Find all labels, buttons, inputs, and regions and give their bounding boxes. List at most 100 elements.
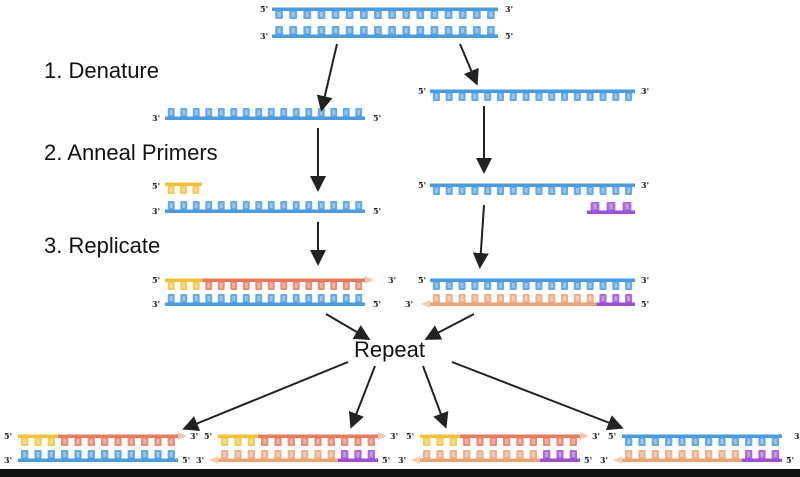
base (280, 280, 288, 290)
step-text: Denature (68, 58, 159, 83)
base (484, 280, 492, 290)
base-highlight (282, 203, 286, 208)
base (573, 185, 581, 195)
process-arrow (422, 365, 449, 429)
base-highlight (460, 283, 464, 288)
base (114, 436, 122, 446)
base-highlight (627, 188, 631, 193)
base-highlight (473, 296, 477, 301)
base-highlight (169, 187, 173, 192)
label-3prime: 3' (196, 455, 204, 465)
base (444, 26, 453, 36)
base (445, 91, 453, 101)
base (267, 294, 275, 304)
base (458, 91, 466, 101)
base-highlight (369, 439, 373, 444)
base (535, 280, 543, 290)
base (432, 91, 440, 101)
base-highlight (334, 12, 338, 17)
base-highlight (447, 296, 451, 301)
base-highlight (63, 439, 67, 444)
base-highlight (478, 452, 482, 457)
base (612, 280, 620, 290)
base (74, 436, 82, 446)
base (705, 436, 713, 446)
base (280, 201, 288, 211)
base-highlight (232, 296, 236, 301)
base (331, 9, 340, 19)
denatured-right-strand (430, 89, 635, 101)
base-highlight (307, 283, 311, 288)
base (745, 450, 753, 460)
replicated-right-new-strand (421, 294, 635, 308)
base (287, 436, 295, 446)
annealed-right-template (430, 183, 635, 195)
base-highlight (282, 296, 286, 301)
base (509, 185, 517, 195)
base-highlight (263, 439, 267, 444)
base (242, 280, 250, 290)
base (275, 26, 283, 36)
end-labels-layer: 5'3'3'5'3'5'5'3'5'3'5'5'3'5'3'3'5'5'3'3'… (4, 4, 800, 465)
base (430, 9, 439, 19)
base (665, 450, 673, 460)
base-highlight (143, 452, 147, 457)
base-highlight (156, 452, 160, 457)
base-highlight (601, 188, 605, 193)
base-highlight (357, 296, 361, 301)
base (509, 294, 517, 304)
base (255, 201, 263, 211)
process-arrow (459, 43, 479, 86)
base-highlight (434, 283, 438, 288)
base (586, 185, 594, 195)
base-highlight (319, 28, 323, 33)
base (287, 450, 295, 460)
base (758, 436, 766, 446)
base-highlight (348, 28, 352, 33)
base-highlight (329, 452, 333, 457)
base-highlight (432, 28, 436, 33)
base (267, 280, 275, 290)
base (330, 201, 338, 211)
base (141, 436, 149, 446)
base (548, 91, 556, 101)
base-highlight (486, 296, 490, 301)
base-highlight (219, 283, 223, 288)
backbone (430, 302, 597, 306)
base-highlight (489, 12, 493, 17)
process-arrow (325, 313, 371, 341)
base-highlight (653, 439, 657, 444)
base-highlight (249, 452, 253, 457)
base-highlight (169, 452, 173, 457)
base (509, 91, 517, 101)
base-highlight (291, 28, 295, 33)
base-highlight (588, 283, 592, 288)
base (342, 280, 350, 290)
base (301, 436, 309, 446)
base (292, 108, 300, 118)
base-highlight (232, 203, 236, 208)
base-highlight (653, 452, 657, 457)
base (217, 280, 225, 290)
base-highlight (747, 439, 751, 444)
base-highlight (614, 283, 618, 288)
base-highlight (531, 452, 535, 457)
base (612, 91, 620, 101)
base (509, 280, 517, 290)
base (678, 450, 686, 460)
base (678, 436, 686, 446)
base (487, 26, 495, 36)
base (289, 9, 298, 19)
base-highlight (601, 296, 605, 301)
base (367, 450, 375, 460)
base (569, 436, 577, 446)
step-replicate: 3. Replicate (44, 233, 160, 259)
base (476, 436, 484, 446)
base-highlight (438, 452, 442, 457)
base-highlight (232, 283, 236, 288)
base (599, 91, 607, 101)
base (484, 294, 492, 304)
base (625, 280, 633, 290)
base-highlight (531, 439, 535, 444)
base-highlight (575, 283, 579, 288)
